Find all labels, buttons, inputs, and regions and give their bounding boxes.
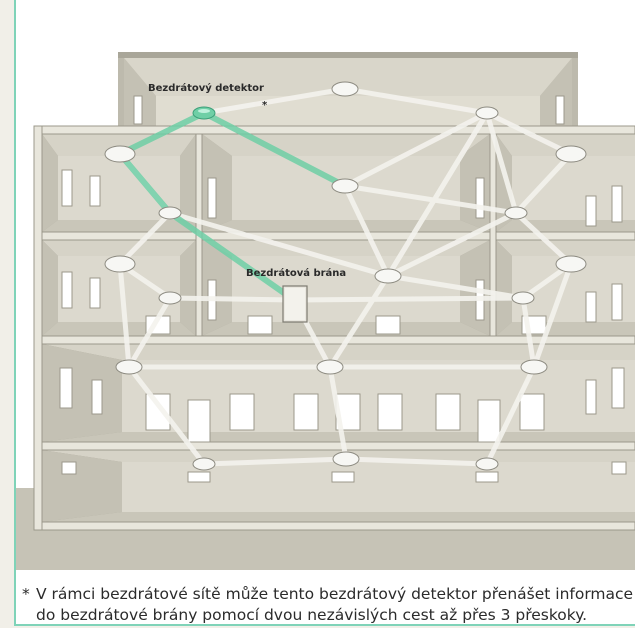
windows [59, 95, 627, 483]
footnote: * V rámci bezdrátové sítě může tento bezd… [22, 584, 635, 626]
building-diagram: Bezdrátový detektor * Bezdrátová brána [16, 52, 635, 570]
highlighted-paths [117, 110, 348, 303]
footnote-line-1: V rámci bezdrátové sítě může tento bezdr… [36, 585, 634, 603]
detectors [104, 81, 587, 471]
gateway-label: Bezdrátová brána [246, 267, 346, 279]
detector-highlighted [192, 106, 216, 120]
detector-label: Bezdrátový detektor [148, 82, 264, 94]
detector-footnote-marker: * [262, 100, 268, 111]
footnote-marker: * [22, 585, 30, 603]
wireless-gateway [282, 285, 308, 323]
footnote-line-2: do bezdrátové brány pomocí dvou nezávisl… [36, 606, 588, 624]
detector [104, 81, 587, 471]
